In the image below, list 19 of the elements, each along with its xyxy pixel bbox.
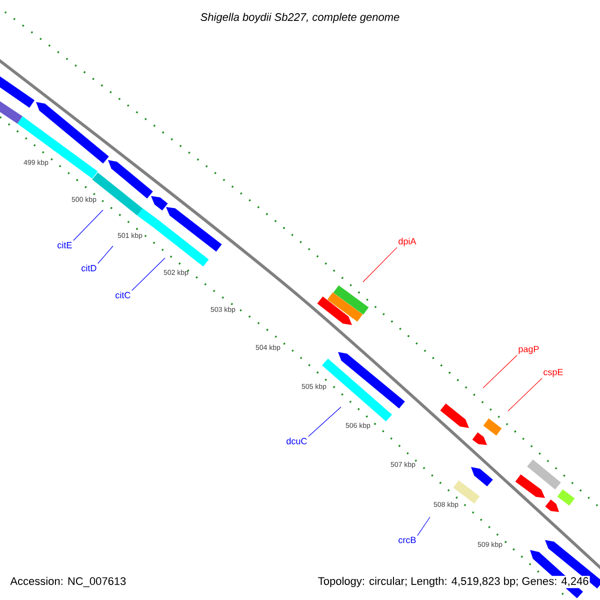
leader-line	[417, 516, 430, 536]
leader-line	[132, 258, 166, 291]
title: Shigella boydii Sb227, complete genome	[200, 12, 400, 24]
leader-line	[482, 354, 518, 388]
footer-text: Accession: NC_007613	[9, 576, 128, 588]
gene-label: citC	[116, 292, 130, 298]
leader-line	[308, 406, 342, 437]
footer-text: Topology: circular; Length: 4,519,823 bp; Genes: 4,246	[316, 576, 590, 588]
gene-label: dpiA	[398, 238, 416, 246]
gene-label: citD	[82, 264, 96, 272]
leader-line	[508, 378, 542, 412]
gene-label: citE	[58, 242, 72, 248]
leader-line	[362, 247, 398, 282]
gene-label: crcB	[398, 536, 416, 544]
gene-label: cspE	[544, 368, 563, 378]
leader-line	[73, 210, 104, 241]
gene-label: dcuC	[286, 438, 307, 444]
leader-line	[98, 246, 114, 264]
gene-label: pagP	[518, 346, 539, 354]
